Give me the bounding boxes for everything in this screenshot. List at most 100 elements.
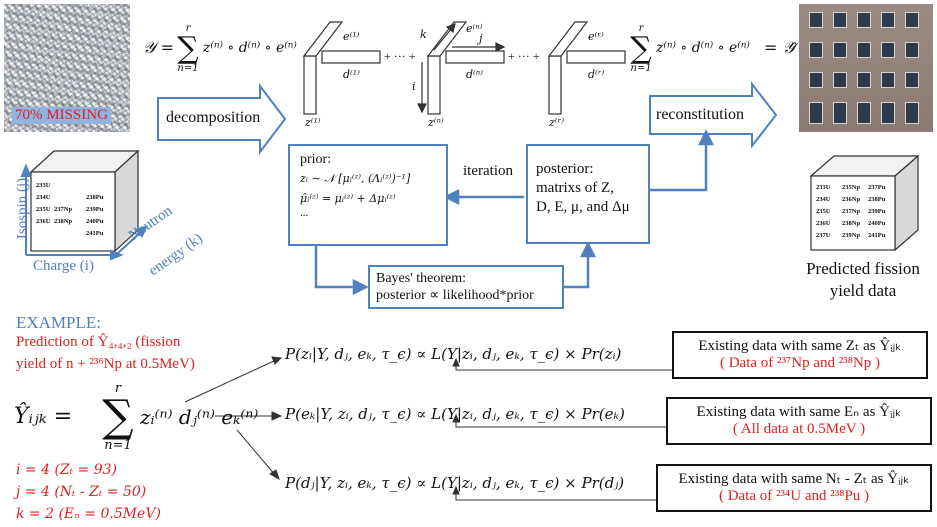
cube-cell: 241Pu [86, 230, 104, 237]
tensor-label-en: e⁽ⁿ⁾ [466, 22, 483, 35]
index-i: i = 4 (Zₜ = 93) [16, 462, 118, 478]
cube-cell: 238Np [842, 220, 861, 227]
prior-box: prior: zᵢ ∼ 𝒩 [μᵢ⁽ᶻ⁾, (Λᵢ⁽ᶻ⁾)⁻¹] μ̂ᵢ⁽ᶻ⁾ … [288, 144, 448, 246]
evidence-box-e: Existing data with same Eₙ as Ŷᵢⱼₖ ( All… [666, 397, 932, 445]
iteration-arrow [443, 188, 524, 206]
decomposition-arrow [157, 83, 287, 155]
decomposition-label: decomposition [166, 109, 261, 126]
sum-lower: n=1 [177, 63, 199, 74]
building-image [799, 4, 933, 132]
sum-sign: ∑ [102, 391, 134, 442]
evidence-sub: ( Data of ²³⁴U and ²³⁸Pu ) [718, 488, 870, 504]
posterior-box: posterior: matrixs of Z, D, E, μ, and Δμ [526, 144, 650, 244]
sum-upper: r [638, 23, 644, 34]
cube-cell: 236U [816, 220, 831, 227]
evidence-box-d: Existing data with same Nₜ - Zₜ as Ŷᵢⱼₖ … [656, 464, 932, 512]
cube-cell: 238Pu [868, 196, 886, 203]
prior-line2: μ̂ᵢ⁽ᶻ⁾ = μᵢ⁽ᶻ⁾ + Δμᵢ⁽ᶻ⁾ [300, 192, 396, 205]
tensor-label-j: j [479, 32, 483, 45]
posterior-line2: matrixs of Z, [536, 180, 614, 196]
cube-cell: 239Pu [868, 208, 886, 215]
cube-cell: 236U [36, 218, 51, 225]
tensor-rank1-n [426, 21, 505, 115]
cube-cell: 237Np [54, 206, 73, 213]
prior-to-bayes-line [314, 246, 369, 296]
tensor-label-z1: z⁽¹⁾ [305, 116, 321, 129]
cube-cell: 239Np [842, 232, 861, 239]
eq-right-rhs: = 𝒴̂ [764, 38, 796, 57]
example-title: EXAMPLE: [16, 313, 101, 332]
tensor-label-zn: z⁽ⁿ⁾ [428, 116, 444, 129]
iteration-label: iteration [463, 163, 513, 179]
eq-left-sum: r ∑ n=1 [173, 24, 203, 74]
cube-cell: 234U [816, 196, 831, 203]
eq-arrows [184, 356, 283, 481]
main-eq-term: zᵢ⁽ⁿ⁾ dⱼ⁽ⁿ⁾ eₖ⁽ⁿ⁾ [140, 405, 259, 429]
index-k: k = 2 (Eₙ = 0.5MeV) [16, 506, 161, 522]
cube-cell: 238Pu [86, 194, 104, 201]
bayes-box: Bayes' theorem: posterior ∝ likelihood*p… [368, 265, 564, 309]
evidence-title: Existing data with same Zₜ as Ŷᵢⱼₖ [698, 338, 902, 354]
tensor-rank1-r [547, 21, 626, 115]
eq-left-lhs: 𝒴 = [143, 38, 175, 57]
sum-sign: ∑ [177, 31, 199, 66]
cube-cell: 237Pu [868, 184, 886, 191]
evidence-arrows [452, 357, 678, 501]
prior-title: prior: [300, 152, 332, 167]
plus-dots-2: + ··· + [508, 49, 540, 63]
prior-line1: zᵢ ∼ 𝒩 [μᵢ⁽ᶻ⁾, (Λᵢ⁽ᶻ⁾)⁻¹] [300, 172, 411, 185]
main-eq-sum: r ∑ n=1 [98, 382, 138, 452]
bayes-line2: posterior ∝ likelihood*prior [376, 288, 534, 303]
left-cube-axes [20, 163, 148, 261]
cube-cell: 237U [816, 232, 831, 239]
bayes-to-posterior-line [564, 241, 597, 289]
tensor-label-i: i [412, 80, 416, 93]
posterior-eq-z: P(zᵢ|Y, dⱼ, eₖ, τ_ϵ) ∝ L(Y|zᵢ, dⱼ, eₖ, τ… [285, 345, 622, 363]
tensor-label-dn: d⁽ⁿ⁾ [466, 68, 483, 81]
index-j: j = 4 (Nₜ - Zₜ = 50) [16, 484, 147, 500]
left-cube-cells: 233U 234U 235U 236U 237Np 238Np 238Pu 23… [36, 182, 112, 248]
cube-cell: 235U [36, 206, 51, 213]
sum-upper: r [114, 381, 122, 396]
sum-lower: n=1 [104, 438, 132, 453]
cube-cell: 241Pu [868, 232, 886, 239]
cube-cell: 238Np [54, 218, 73, 225]
axis-charge-label: Charge (i) [33, 258, 94, 274]
index-arrows [417, 23, 506, 114]
cube-cell: 237Np [842, 208, 861, 215]
tensor-label-k: k [420, 28, 427, 41]
eq-left-term: z⁽ⁿ⁾ ∘ d⁽ⁿ⁾ ∘ e⁽ⁿ⁾ [203, 40, 297, 56]
sum-lower: n=1 [630, 63, 652, 74]
tensor-label-dr: d⁽ʳ⁾ [588, 68, 605, 81]
cube-cell: 235U [816, 208, 831, 215]
sum-sign: ∑ [630, 31, 652, 66]
eq-right-term: z⁽ⁿ⁾ ∘ d⁽ⁿ⁾ ∘ e⁽ⁿ⁾ [656, 40, 750, 56]
evidence-title: Existing data with same Nₜ - Zₜ as Ŷᵢⱼₖ [678, 471, 910, 487]
evidence-title: Existing data with same Eₙ as Ŷᵢⱼₖ [696, 404, 902, 420]
posterior-eq-d: P(dⱼ|Y, zᵢ, eₖ, τ_ϵ) ∝ L(Y|zᵢ, dⱼ, eₖ, τ… [285, 474, 625, 492]
cube-cell: 233U [816, 184, 831, 191]
reconstitution-label: reconstitution [656, 106, 744, 123]
missing-label: 70% MISSING [12, 107, 111, 124]
eq-right-sum: r ∑ n=1 [626, 24, 656, 74]
prior-dots: ... [300, 207, 309, 219]
cube-cell: 240Pu [868, 220, 886, 227]
posterior-to-reconstitution-line [648, 129, 715, 192]
evidence-sub: ( All data at 0.5MeV ) [732, 421, 866, 437]
tensor-rank1-1 [302, 21, 381, 115]
example-pred-line2: yield of n + ²³⁶Np at 0.5MeV) [16, 356, 195, 372]
tensor-label-er: e⁽ʳ⁾ [588, 30, 604, 43]
left-cube [29, 149, 140, 253]
posterior-line3: D, E, μ, and Δμ [536, 199, 630, 215]
cube-cell: 239Pu [86, 206, 104, 213]
sum-upper: r [185, 23, 191, 34]
reconstitution-arrow [649, 81, 778, 149]
cube-cell: 240Pu [86, 218, 104, 225]
cube-cell: 234U [36, 194, 51, 201]
evidence-sub: ( Data of ²³⁷Np and ²³⁸Np ) [719, 355, 881, 371]
plus-dots-1: + ··· + [384, 49, 416, 63]
axis-isospin-label: Isospin (j) [14, 177, 31, 240]
tensor-label-zr: z⁽ʳ⁾ [549, 116, 565, 129]
posterior-line1: posterior: [536, 161, 594, 177]
evidence-box-z: Existing data with same Zₜ as Ŷᵢⱼₖ ( Dat… [672, 331, 928, 379]
